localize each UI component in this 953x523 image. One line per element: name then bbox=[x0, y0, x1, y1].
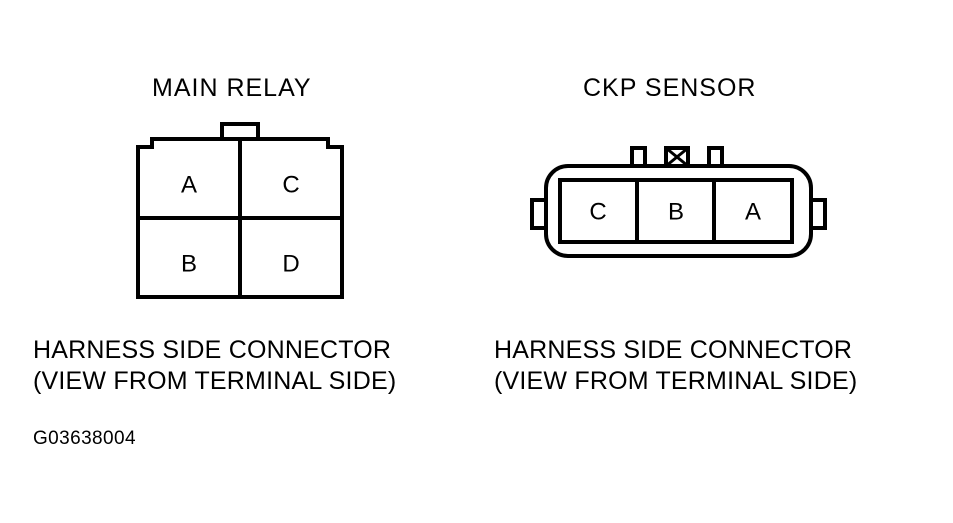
ckp-sensor-top-tab-center bbox=[664, 146, 690, 168]
main-relay-connector-drawing bbox=[136, 122, 344, 299]
figure-code: G03638004 bbox=[33, 428, 136, 449]
main-relay-pin-b: B bbox=[181, 250, 197, 277]
ckp-sensor-top-tab-left bbox=[630, 146, 647, 166]
ckp-sensor-title: CKP SENSOR bbox=[583, 74, 757, 102]
ckp-sensor-top-tab-right bbox=[707, 146, 724, 166]
main-relay-locking-tab bbox=[220, 122, 260, 139]
main-relay-caption-line2: (VIEW FROM TERMINAL SIDE) bbox=[33, 367, 397, 395]
ckp-sensor-caption-line1: HARNESS SIDE CONNECTOR bbox=[494, 336, 853, 364]
ckp-sensor-tab-cross-b bbox=[665, 146, 689, 168]
main-relay-caption-line1: HARNESS SIDE CONNECTOR bbox=[33, 336, 392, 364]
main-relay-shell bbox=[136, 137, 344, 299]
ckp-sensor-left-ear bbox=[530, 198, 546, 230]
ckp-sensor-caption-line2: (VIEW FROM TERMINAL SIDE) bbox=[494, 367, 858, 395]
ckp-sensor-connector-drawing bbox=[530, 146, 827, 258]
main-relay-title: MAIN RELAY bbox=[152, 74, 312, 102]
main-relay-pin-c: C bbox=[282, 171, 299, 198]
ckp-sensor-terminal-block bbox=[558, 178, 794, 244]
main-relay-pin-a: A bbox=[181, 171, 197, 198]
main-relay-pin-d: D bbox=[282, 250, 299, 277]
ckp-sensor-right-ear bbox=[811, 198, 827, 230]
ckp-sensor-pin-c: C bbox=[589, 198, 606, 225]
ckp-sensor-pin-b: B bbox=[668, 198, 684, 225]
ckp-sensor-pin-a: A bbox=[745, 198, 761, 225]
